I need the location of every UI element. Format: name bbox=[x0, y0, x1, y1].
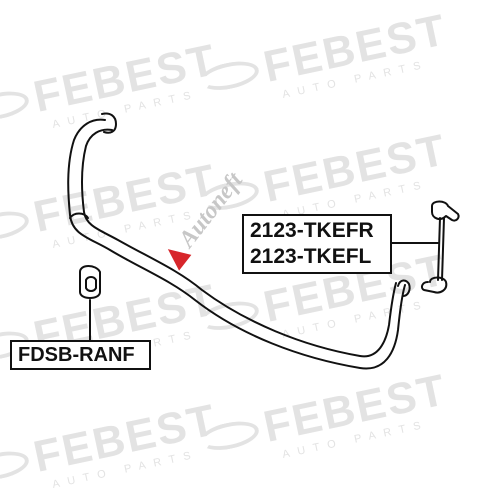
stabilizer-bar-inner bbox=[81, 128, 397, 358]
bushing-slot bbox=[85, 276, 97, 292]
stabilizer-bar-outer bbox=[67, 118, 406, 370]
stabilizer-bar-left-end bbox=[101, 112, 117, 134]
part-number-left: 2123-TKEFL bbox=[250, 245, 372, 268]
bushing-part-label: FDSB-RANF bbox=[10, 340, 151, 370]
part-number-bushing: FDSB-RANF bbox=[18, 344, 135, 366]
link-rod bbox=[437, 217, 441, 281]
bushing-outline bbox=[79, 265, 101, 299]
part-number-right: 2123-TKEFR bbox=[250, 219, 374, 242]
link-top-joint bbox=[431, 200, 460, 222]
stabilizer-bar-right-end bbox=[397, 279, 411, 297]
stabilizer-bar-ring bbox=[69, 212, 89, 219]
link-part-label: 2123-TKEFR 2123-TKEFL bbox=[242, 214, 392, 274]
link-rod-edge bbox=[441, 217, 445, 281]
link-bottom-joint bbox=[420, 276, 448, 294]
